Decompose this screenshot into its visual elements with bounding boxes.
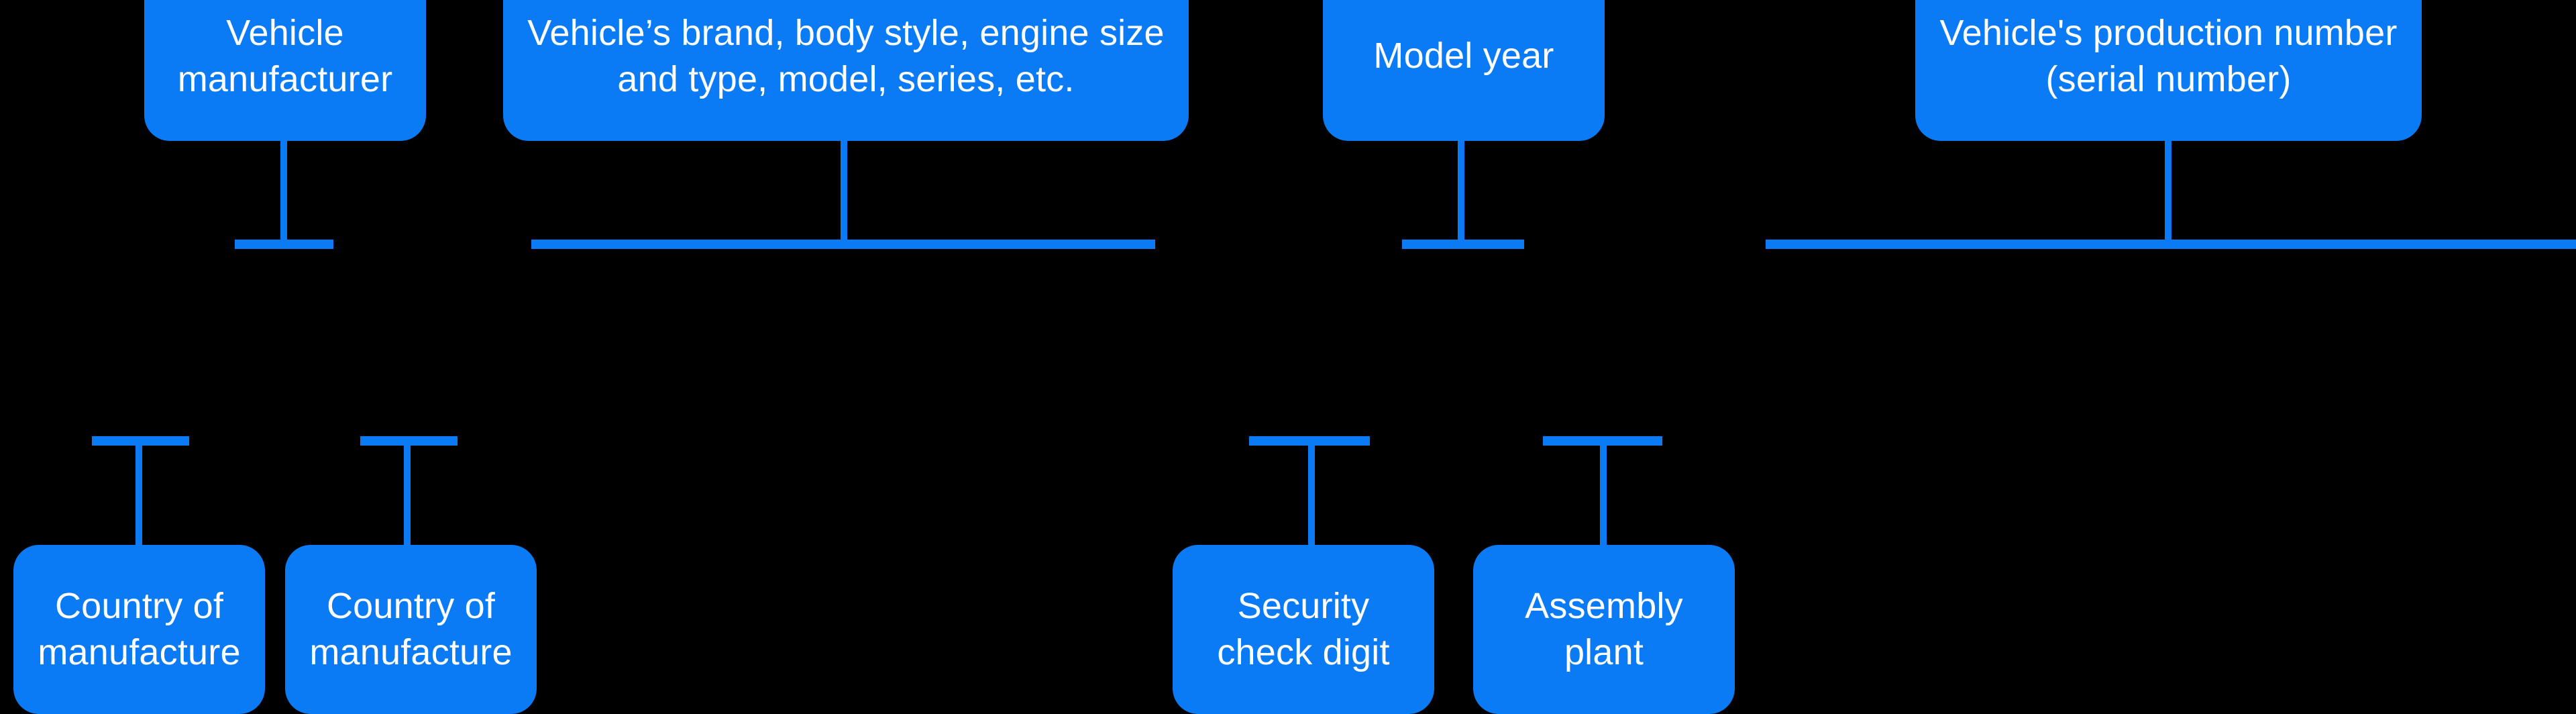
node-label: Model year (1373, 36, 1554, 76)
node-label: Country of manufacture (38, 585, 241, 672)
node-model-year: Model year (1323, 0, 1605, 141)
node-assembly-plant: Assembly plant (1473, 545, 1735, 714)
connector-production-number-crossbar (1766, 240, 2576, 249)
connector-security-digit-crossbar (1249, 436, 1370, 446)
node-vehicle-descriptor: Vehicle’s brand, body style, engine size… (503, 0, 1189, 141)
connector-country-2-crossbar (360, 436, 458, 446)
connector-model-year-stem (1458, 141, 1464, 243)
connector-security-digit-stem (1308, 440, 1315, 547)
node-country-of-manufacture-2: Country of manufacture (285, 545, 537, 714)
node-label: Security check digit (1217, 585, 1390, 672)
node-label: Vehicle manufacturer (177, 12, 393, 99)
connector-manufacturer-stem (280, 141, 287, 243)
node-production-number: Vehicle's production number (serial numb… (1915, 0, 2422, 141)
connector-country-1-crossbar (92, 436, 189, 446)
connector-descriptor-crossbar (531, 240, 1155, 249)
connector-assembly-plant-stem (1600, 440, 1607, 547)
connector-country-1-stem (136, 440, 142, 547)
node-label: Vehicle’s brand, body style, engine size… (527, 12, 1165, 99)
node-label: Country of manufacture (309, 585, 513, 672)
connector-manufacturer-crossbar (235, 240, 333, 249)
connector-country-2-stem (404, 440, 411, 547)
node-country-of-manufacture-1: Country of manufacture (13, 545, 265, 714)
vin-structure-diagram: Vehicle manufacturer Vehicle’s brand, bod… (13, 0, 2576, 714)
node-label: Assembly plant (1525, 585, 1683, 672)
node-label: Vehicle's production number (serial numb… (1939, 12, 2398, 99)
connector-assembly-plant-crossbar (1543, 436, 1662, 446)
node-security-check-digit: Security check digit (1173, 545, 1434, 714)
connector-descriptor-stem (841, 141, 847, 243)
connector-production-number-stem (2165, 141, 2171, 243)
connector-model-year-crossbar (1402, 240, 1524, 249)
node-vehicle-manufacturer: Vehicle manufacturer (144, 0, 426, 141)
